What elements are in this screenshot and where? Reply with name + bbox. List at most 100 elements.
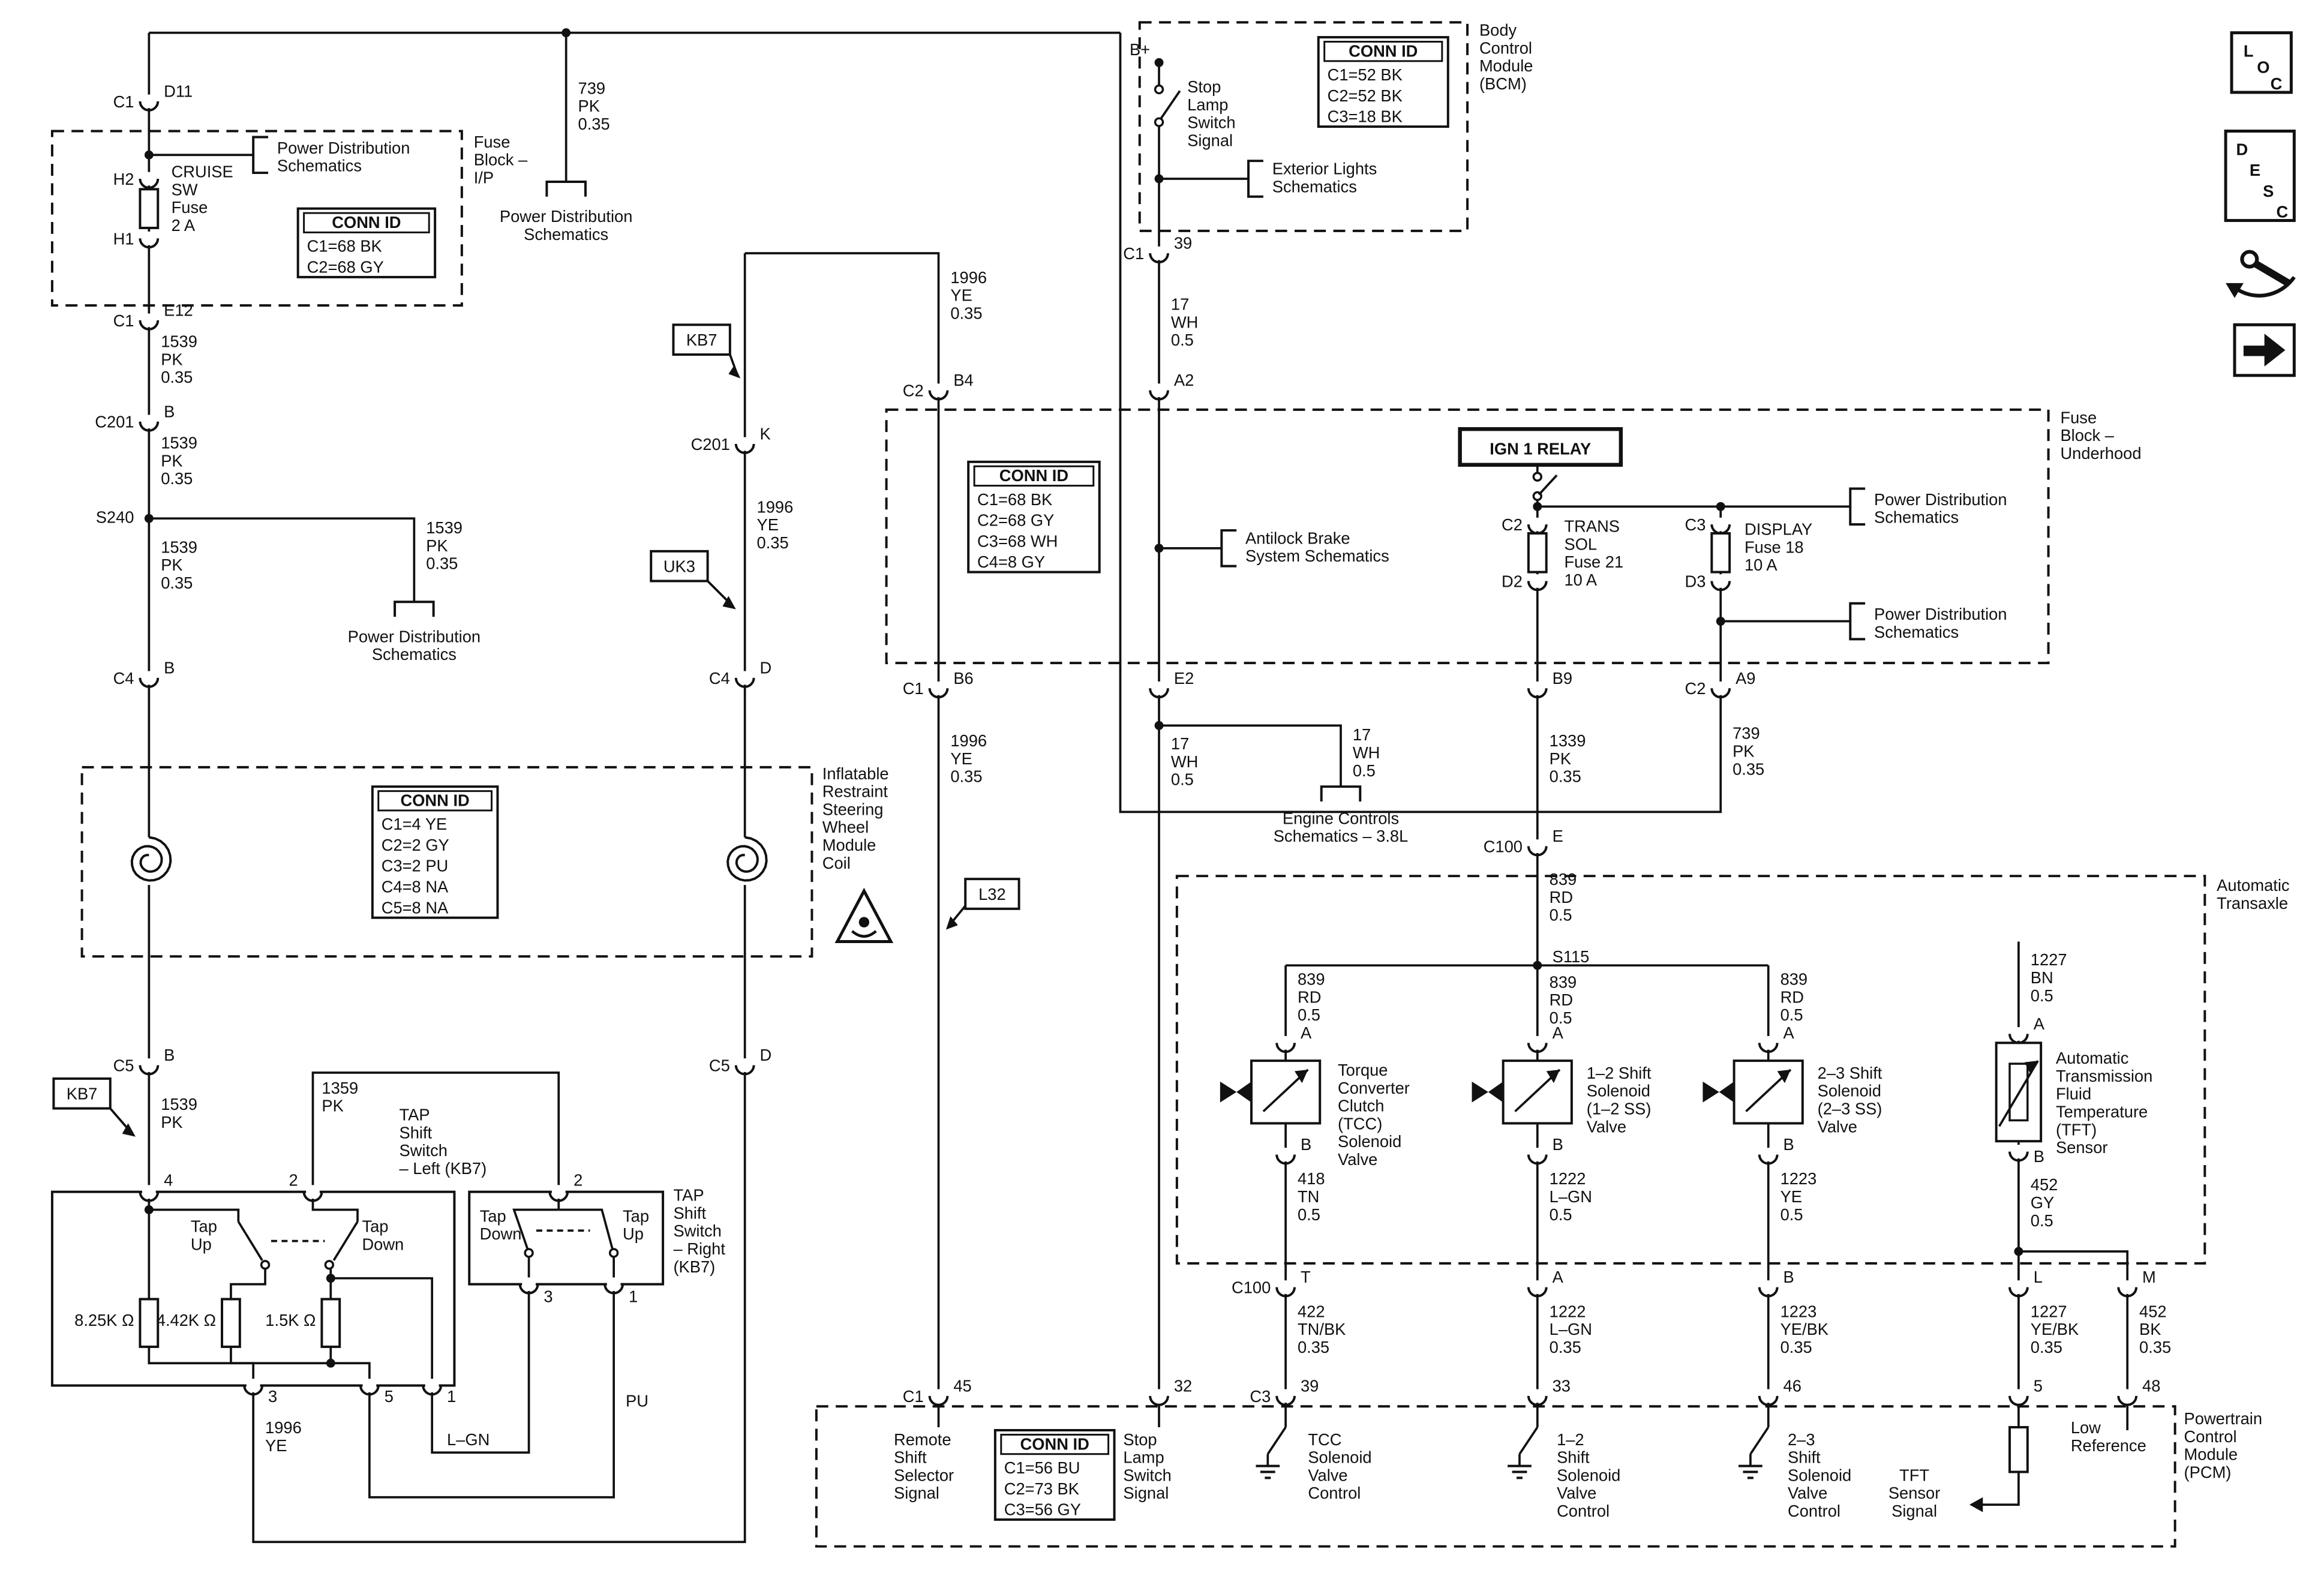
desc-button-letter[interactable]: E: [2250, 161, 2260, 179]
loc-button[interactable]: [2230, 31, 2293, 94]
label: 32: [1174, 1376, 1192, 1395]
connector-icon: [2008, 1034, 2029, 1044]
conn-id-underhood: [967, 460, 1101, 574]
stop-lamp-switch-icon: [1154, 84, 1164, 95]
connector-icon: [139, 677, 160, 688]
label: 33: [1553, 1376, 1571, 1395]
connector-icon: [1149, 688, 1169, 699]
label: Valve: [1788, 1484, 1827, 1502]
label: B4: [953, 371, 973, 389]
connector-icon: [359, 1385, 380, 1396]
label: 5: [2034, 1376, 2043, 1395]
label: YE: [265, 1436, 287, 1455]
connector-icon: [243, 1385, 264, 1396]
label: Schematics: [1874, 623, 1959, 641]
label: 0.35: [1298, 1338, 1329, 1356]
label: Inflatable: [822, 764, 889, 783]
label: Body: [1479, 21, 1517, 40]
label: RD: [1298, 987, 1321, 1006]
connector-icon: [422, 1385, 443, 1396]
driver-switch: [1266, 1426, 1287, 1455]
connector-mask: [522, 1277, 536, 1292]
label: Control: [1308, 1484, 1361, 1502]
driver-switch: [1749, 1426, 1770, 1455]
desc-button-letter[interactable]: S: [2263, 182, 2274, 200]
ign1-relay-box: [1458, 427, 1623, 467]
label: C4: [113, 669, 134, 688]
loc-button-letter[interactable]: O: [2257, 58, 2269, 77]
conn-id-coil: [371, 785, 499, 919]
thermistor-icon: [2008, 1062, 2029, 1122]
connector-mask: [606, 1277, 621, 1292]
splice-dot: [1716, 502, 1725, 511]
conn-id-coil-row: C5=8 NA: [382, 898, 449, 917]
label: YE: [1780, 1187, 1802, 1206]
label: Block –: [474, 151, 528, 169]
connector-mask: [142, 172, 156, 186]
label: Lamp: [1187, 95, 1228, 114]
splice-dot: [1533, 502, 1542, 511]
wire: [431, 1284, 530, 1454]
wrench-arrow-icon[interactable]: [2226, 283, 2244, 298]
wrench-icon[interactable]: [2253, 260, 2290, 287]
connector-mask: [1530, 1148, 1545, 1161]
wrench-arrow-icon[interactable]: [2233, 276, 2296, 298]
desc-button[interactable]: [2224, 130, 2296, 223]
label: B: [1783, 1268, 1794, 1286]
label: Transmission: [2056, 1067, 2152, 1085]
desc-button-letter[interactable]: D: [2236, 140, 2248, 158]
label: 0.5: [1171, 770, 1194, 789]
label: 1539: [161, 332, 197, 351]
connector-mask: [1761, 1035, 1776, 1050]
label: Down: [362, 1235, 404, 1254]
next-arrow-icon[interactable]: [2243, 334, 2286, 367]
loc-button-letter[interactable]: C: [2271, 74, 2283, 93]
powertrain-control-module-box: [815, 1405, 2176, 1548]
fuse-icon: [1527, 532, 1548, 574]
label: YE: [950, 749, 972, 768]
label: Solenoid: [1308, 1448, 1371, 1467]
valve-bowtie-icon: [1236, 1081, 1251, 1103]
wrench-icon[interactable]: [2240, 250, 2259, 269]
kb7-tag-left-arrowhead: [122, 1123, 136, 1137]
connector-icon: [603, 1284, 624, 1295]
label: C1: [113, 92, 134, 111]
label: Wheel: [822, 818, 869, 836]
connector-mask: [1278, 1148, 1293, 1161]
loc-button-letter[interactable]: L: [2244, 41, 2254, 60]
connector-icon: [734, 1065, 755, 1076]
label: PK: [1733, 742, 1754, 761]
connector-icon: [928, 688, 949, 699]
label: B: [1783, 1135, 1794, 1154]
label: 0.5: [1780, 1005, 1803, 1024]
offpage-reference-icon: [252, 136, 269, 175]
wire: [331, 1277, 434, 1386]
label: Solenoid: [1587, 1082, 1650, 1100]
valve-bowtie-icon: [1719, 1081, 1734, 1103]
connector-mask: [1530, 574, 1545, 588]
label: CRUISE: [172, 163, 233, 181]
conn-id-underhood-row: C3=68 WH: [977, 532, 1058, 550]
label: Valve: [1308, 1466, 1347, 1484]
connector-icon: [1149, 1395, 1169, 1406]
label: I/P: [474, 168, 494, 187]
label: 0.5: [1550, 1008, 1572, 1027]
label: 0.5: [1550, 906, 1572, 924]
offpage-reference-icon: [545, 180, 587, 197]
label: B: [164, 658, 175, 677]
switch-contact: [524, 1248, 534, 1258]
label: Steering: [822, 800, 884, 818]
label: L–GN: [447, 1430, 490, 1449]
label: Signal: [1123, 1484, 1169, 1502]
label: C4: [709, 669, 730, 688]
connector-mask: [1530, 517, 1545, 532]
splice-dot: [562, 28, 571, 38]
valve-bowtie-icon: [1220, 1081, 1237, 1103]
desc-button-letter[interactable]: C: [2277, 203, 2289, 221]
label: S115: [1553, 947, 1590, 966]
label: C2: [1685, 679, 1706, 698]
offpage-reference-icon: [394, 601, 435, 617]
conn-id-bcm-row: C1=52 BK: [1328, 65, 1403, 84]
connector-mask: [142, 671, 156, 685]
label: E: [1553, 827, 1563, 845]
